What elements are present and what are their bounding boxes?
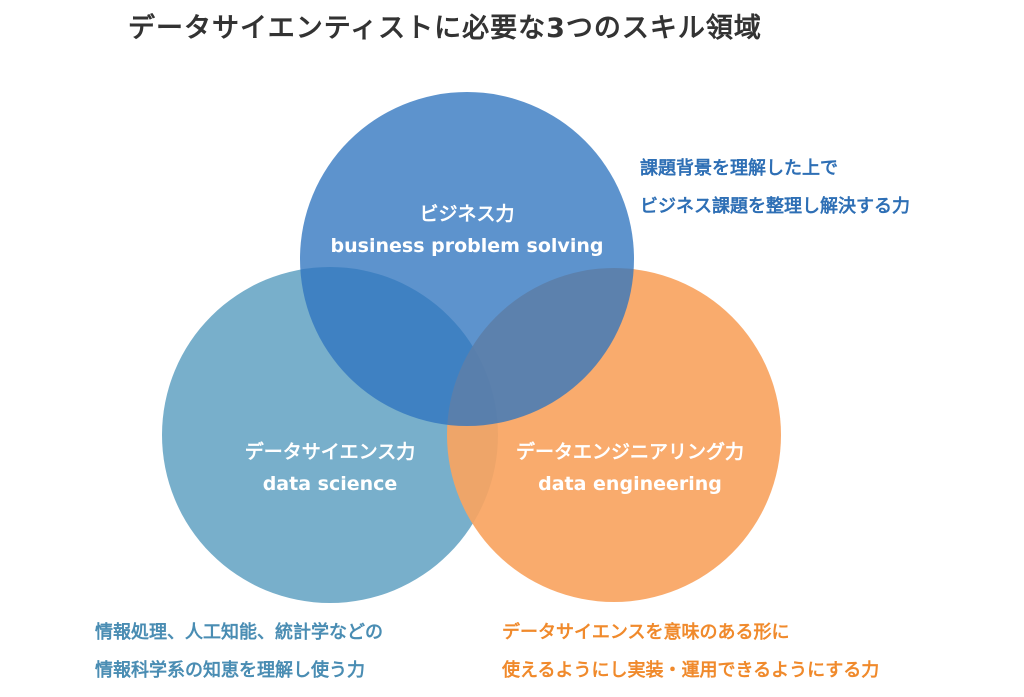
business-description: 課題背景を理解した上で ビジネス課題を整理し解決する力 (640, 150, 910, 226)
science-description-line: 情報科学系の知恵を理解し使う力 (95, 660, 365, 681)
engineering-description-line: データサイエンスを意味のある形に (502, 622, 790, 643)
science-label-ja: データサイエンス力 (244, 441, 416, 463)
engineering-description-line: 使えるようにし実装・運用できるようにする力 (502, 660, 880, 681)
business-description-line: 課題背景を理解した上で (640, 158, 838, 179)
science-description: 情報処理、人工知能、統計学などの 情報科学系の知恵を理解し使う力 (95, 614, 383, 690)
engineering-label-en: data engineering (538, 473, 722, 495)
science-label: データサイエンス力 data science (190, 436, 470, 500)
business-label-en: business problem solving (330, 235, 604, 257)
science-description-line: 情報処理、人工知能、統計学などの (95, 622, 383, 643)
business-label: ビジネス力 business problem solving (300, 198, 634, 262)
engineering-label: データエンジニアリング力 data engineering (480, 436, 780, 500)
engineering-description: データサイエンスを意味のある形に 使えるようにし実装・運用できるようにする力 (502, 614, 879, 690)
engineering-label-ja: データエンジニアリング力 (515, 441, 744, 463)
science-label-en: data science (262, 473, 398, 495)
business-description-line: ビジネス課題を整理し解決する力 (640, 196, 910, 217)
page-title: データサイエンティストに必要な3つのスキル領域 (128, 13, 762, 44)
business-circle (300, 92, 634, 426)
business-label-ja: ビジネス力 (419, 203, 515, 225)
